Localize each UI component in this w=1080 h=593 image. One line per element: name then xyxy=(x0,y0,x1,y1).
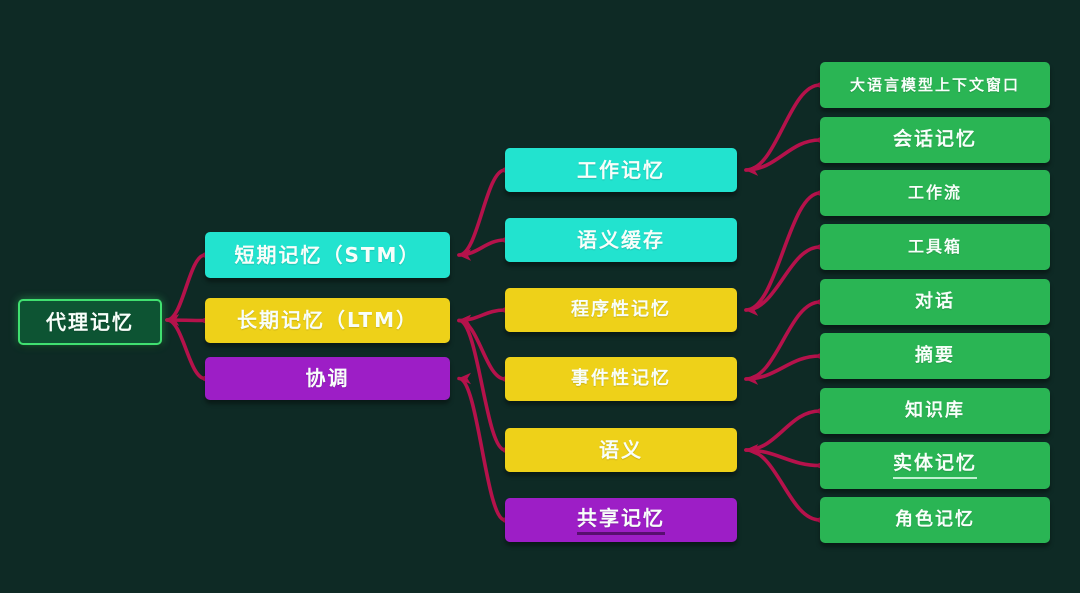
node-label: 角色记忆 xyxy=(895,508,975,530)
node-episodic-memory[interactable]: 事件性记忆 xyxy=(505,357,737,401)
edge-shared-memory-coordination xyxy=(457,372,507,522)
node-role-memory[interactable]: 角色记忆 xyxy=(820,497,1050,543)
edge-workflow-procedural-memory xyxy=(744,191,822,316)
node-label: 程序性记忆 xyxy=(571,298,671,320)
node-dialogue[interactable]: 对话 xyxy=(820,279,1050,325)
edge-semantic-ltm xyxy=(457,314,507,452)
edge-procedural-memory-ltm xyxy=(457,308,507,327)
edge-working-memory-stm xyxy=(457,168,507,261)
edge-coordination-root xyxy=(165,314,207,381)
edge-ltm-root xyxy=(165,314,207,326)
node-workflow[interactable]: 工作流 xyxy=(820,170,1050,216)
node-root[interactable]: 代理记忆 xyxy=(18,299,162,345)
node-toolbox[interactable]: 工具箱 xyxy=(820,224,1050,270)
node-label: 事件性记忆 xyxy=(571,367,671,389)
node-procedural-memory[interactable]: 程序性记忆 xyxy=(505,288,737,332)
node-label: 共享记忆 xyxy=(577,506,665,535)
node-label: 短期记忆（STM） xyxy=(234,242,421,267)
node-label: 协调 xyxy=(305,366,350,390)
node-summary[interactable]: 摘要 xyxy=(820,333,1050,379)
edge-llm-context-window-working-memory xyxy=(744,83,822,176)
node-semantic-cache[interactable]: 语义缓存 xyxy=(505,218,737,262)
node-ltm[interactable]: 长期记忆（LTM） xyxy=(205,298,450,343)
node-stm[interactable]: 短期记忆（STM） xyxy=(205,232,450,278)
node-label: 大语言模型上下文窗口 xyxy=(849,75,1020,94)
node-entity-memory[interactable]: 实体记忆 xyxy=(820,442,1050,489)
node-label: 语义缓存 xyxy=(577,227,665,252)
node-semantic[interactable]: 语义 xyxy=(505,428,737,472)
edge-toolbox-procedural-memory xyxy=(744,245,822,316)
node-label: 工作记忆 xyxy=(577,157,665,182)
edge-episodic-memory-ltm xyxy=(457,314,507,381)
node-working-memory[interactable]: 工作记忆 xyxy=(505,148,737,192)
node-llm-context-window[interactable]: 大语言模型上下文窗口 xyxy=(820,62,1050,108)
edge-stm-root xyxy=(165,253,207,326)
edge-semantic-cache-stm xyxy=(457,238,507,261)
edge-session-memory-working-memory xyxy=(744,138,822,176)
edge-dialogue-episodic-memory xyxy=(744,300,822,385)
node-coordination[interactable]: 协调 xyxy=(205,357,450,400)
node-knowledge-base[interactable]: 知识库 xyxy=(820,388,1050,434)
node-label: 工作流 xyxy=(907,183,962,202)
node-label: 语义 xyxy=(599,437,643,462)
node-label: 代理记忆 xyxy=(46,309,134,334)
node-label: 长期记忆（LTM） xyxy=(237,308,418,332)
edge-role-memory-semantic xyxy=(744,444,822,522)
node-label: 会话记忆 xyxy=(892,128,977,151)
node-session-memory[interactable]: 会话记忆 xyxy=(820,117,1050,163)
edge-entity-memory-semantic xyxy=(744,444,822,468)
node-label: 知识库 xyxy=(905,399,965,421)
node-shared-memory[interactable]: 共享记忆 xyxy=(505,498,737,542)
node-label: 摘要 xyxy=(915,344,955,366)
node-label: 对话 xyxy=(915,290,955,312)
node-label: 实体记忆 xyxy=(892,452,977,479)
edge-summary-episodic-memory xyxy=(744,354,822,385)
edge-knowledge-base-semantic xyxy=(744,409,822,456)
node-label: 工具箱 xyxy=(907,237,962,256)
